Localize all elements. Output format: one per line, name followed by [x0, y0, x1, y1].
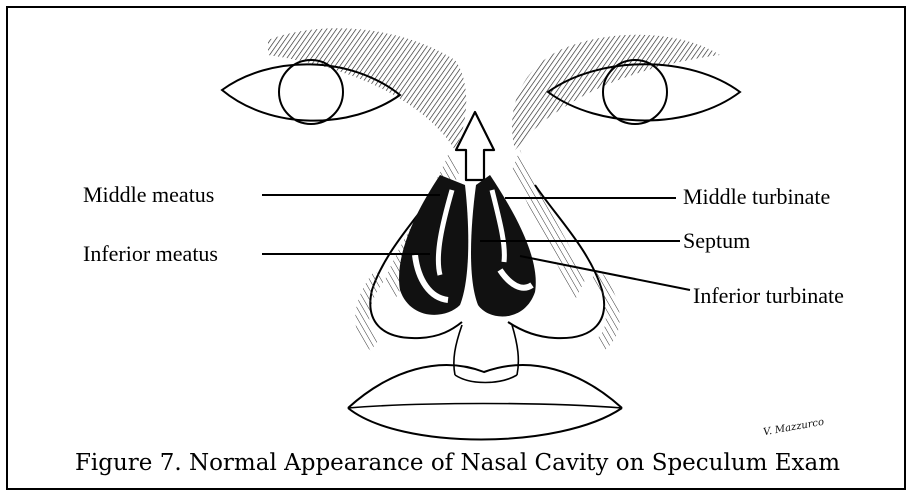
philtrum	[454, 325, 519, 375]
label-inferior-turbinate: Inferior turbinate	[693, 285, 844, 307]
label-inferior-meatus: Inferior meatus	[83, 243, 218, 265]
label-middle-turbinate: Middle turbinate	[683, 186, 830, 208]
lips	[348, 365, 622, 439]
left-eyebrow	[268, 28, 466, 150]
right-eyebrow	[512, 35, 720, 150]
label-middle-meatus: Middle meatus	[83, 184, 214, 206]
figure-caption: Figure 7. Normal Appearance of Nasal Cav…	[0, 450, 915, 478]
label-septum: Septum	[683, 230, 750, 252]
